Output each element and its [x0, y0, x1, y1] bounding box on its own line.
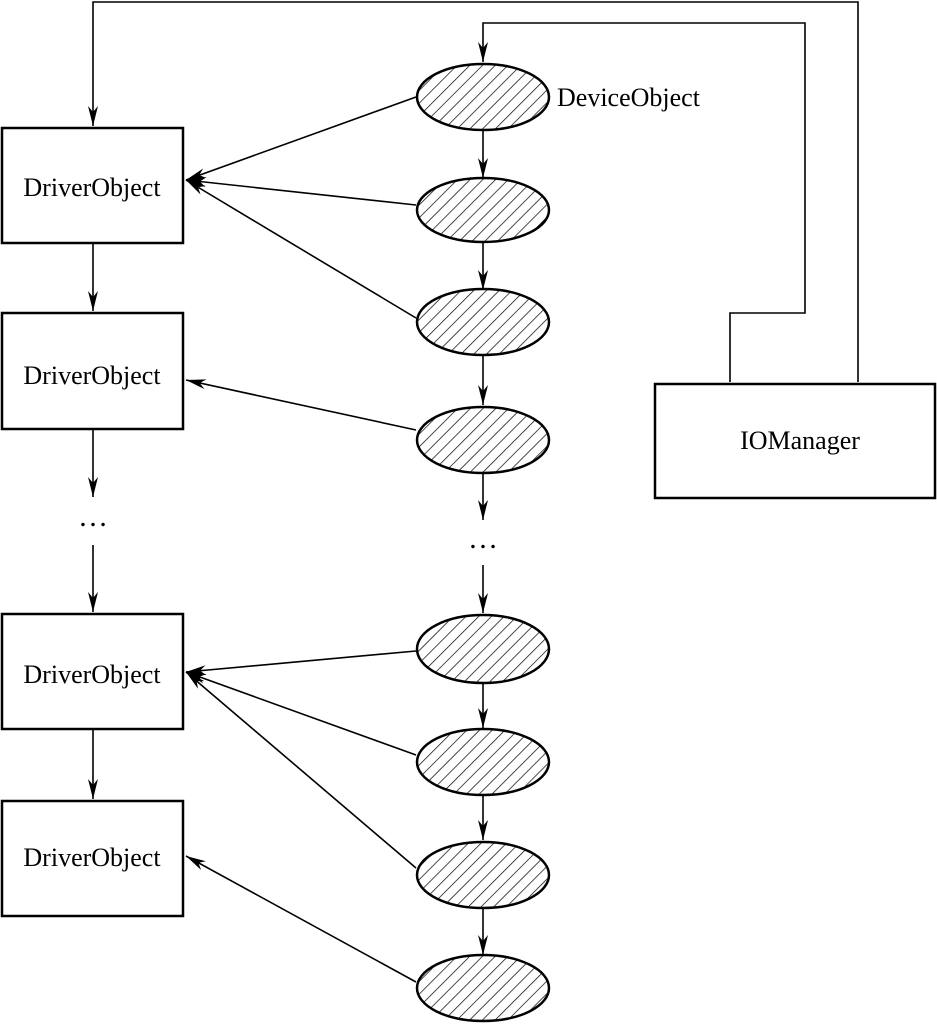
device-object-2	[415, 176, 551, 244]
iomanager-to-driver-link	[88, 1, 859, 382]
device-to-driver-arrows	[185, 96, 417, 983]
device7-to-driver3	[185, 671, 417, 869]
device-object-5	[415, 613, 551, 685]
io-manager: IOManager	[653, 382, 937, 500]
driver-object-1: DriverObject	[0, 126, 185, 245]
driver-object-3: DriverObject	[0, 612, 185, 731]
device2-to-driver1	[185, 177, 417, 206]
device3-to-driver1	[185, 179, 417, 319]
device-object-7	[415, 840, 551, 910]
device-object-1	[415, 62, 551, 132]
iomanager-links	[88, 1, 859, 382]
device1-to-driver1	[185, 96, 417, 181]
device4-to-driver2	[185, 379, 417, 431]
io-manager-label: IOManager	[740, 426, 860, 455]
device5-to-driver3	[185, 650, 417, 676]
device-object-8	[415, 953, 551, 1023]
driver-object-2: DriverObject	[0, 311, 185, 431]
driver-object-4-label: DriverObject	[23, 843, 161, 872]
driver-ellipsis: …	[78, 500, 108, 533]
device-object-4	[415, 405, 551, 475]
device-ellipsis: …	[468, 522, 498, 555]
device8-to-driver4	[185, 855, 417, 983]
driver-object-2-label: DriverObject	[23, 361, 161, 390]
driver-object-3-label: DriverObject	[23, 660, 161, 689]
iomanager-to-device-link	[478, 22, 806, 382]
device-object-label: DeviceObject	[557, 83, 701, 112]
device-object-6	[415, 727, 551, 797]
device6-to-driver3	[185, 671, 417, 756]
device-object-3	[415, 287, 551, 357]
driver-object-1-label: DriverObject	[23, 173, 161, 202]
driver-object-4: DriverObject	[0, 799, 185, 918]
